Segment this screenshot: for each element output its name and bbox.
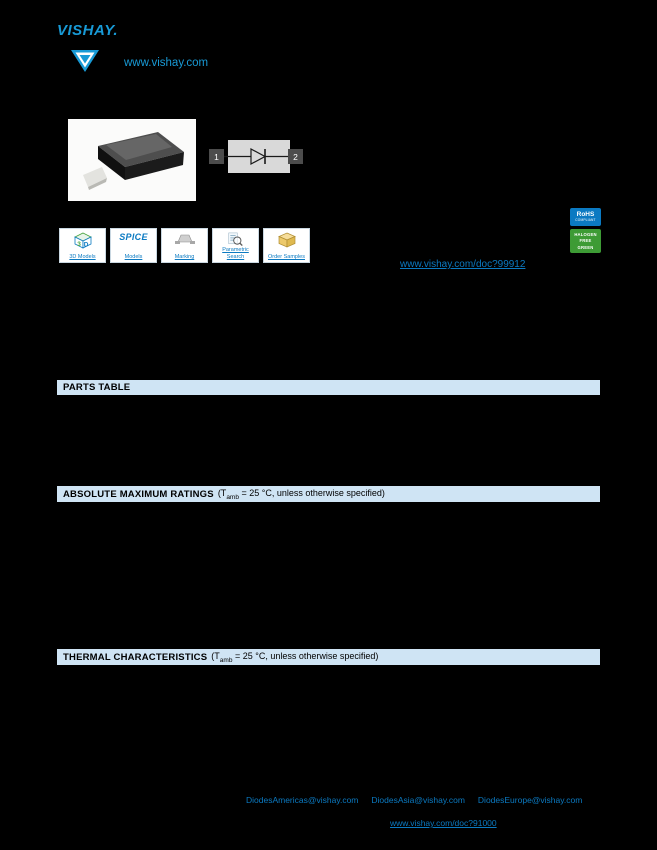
section-header-parts-table: PARTS TABLE [57,380,600,395]
abs-max-title: ABSOLUTE MAXIMUM RATINGS [63,488,214,500]
footer-email-asia[interactable]: DiodesAsia@vishay.com [371,795,465,805]
svg-text:3: 3 [77,241,81,248]
sample-box-icon [277,232,296,248]
rohs-badge-text: RoHS [576,210,595,218]
footer-contact-links: DiodesAmericas@vishay.com DiodesAsia@vis… [246,795,582,805]
thermal-title: THERMAL CHARACTERISTICS [63,651,208,663]
tool-spice-models[interactable]: SPICE Models [110,228,157,263]
tool-3d-models[interactable]: 3 D 3D Models [59,228,106,263]
abs-max-condition: (Tamb = 25 °C, unless otherwise specifie… [217,487,385,501]
section-header-absolute-maximum-ratings: ABSOLUTE MAXIMUM RATINGS (Tamb = 25 °C, … [57,486,600,502]
rohs-compliant-badge: RoHS COMPLIANT [570,208,601,226]
diode-package-image [68,119,196,201]
tool-marking-label: Marking [174,253,195,260]
rohs-badge-subtext: COMPLIANT [575,217,596,222]
vishay-website-link[interactable]: www.vishay.com [124,57,209,69]
tool-marking[interactable]: Marking [161,228,208,263]
parts-table-title: PARTS TABLE [63,382,131,393]
product-photo [68,119,196,201]
tool-parametric-search-label: Parametric Search [222,247,249,260]
diode-symbol [250,147,267,166]
package-marking-icon [174,234,195,244]
footer-email-europe[interactable]: DiodesEurope@vishay.com [477,795,583,805]
magnifier-icon [228,232,243,247]
thermal-condition: (Tamb = 25 °C, unless otherwise specifie… [211,650,379,664]
footer-disclaimer-link[interactable]: www.vishay.com/doc?91000 [390,818,497,828]
halogen-free-badge: HALOGEN FREE GREEN [570,229,601,253]
cube-3d-icon: 3 D [73,232,92,249]
pin-2-label: 2 [293,152,298,162]
vishay-triangle-icon [71,50,99,77]
tool-order-samples[interactable]: Order Samples [263,228,310,263]
section-header-thermal-characteristics: THERMAL CHARACTERISTICS (Tamb = 25 °C, u… [57,649,600,665]
footer-email-americas[interactable]: DiodesAmericas@vishay.com [246,795,359,805]
halogen-badge-line2: FREE [579,238,592,243]
halogen-badge-line1: HALOGEN [574,231,597,237]
svg-text:D: D [83,242,88,249]
tool-spice-models-label: Models [124,253,143,260]
diode-schematic: 1 2 [209,139,303,175]
tool-3d-models-label: 3D Models [69,253,96,260]
spice-logo: SPICE [119,232,148,242]
vishay-logo: VISHAY. [57,22,119,39]
design-tools-row: 3 D 3D Models SPICE Models Marking [59,228,310,263]
halogen-badge-line3: GREEN [577,244,594,250]
material-categorization-link[interactable]: www.vishay.com/doc?99912 [400,259,526,270]
tool-parametric-search[interactable]: Parametric Search [212,228,259,263]
pin-1-label: 1 [214,152,219,162]
tool-order-samples-label: Order Samples [268,253,305,260]
